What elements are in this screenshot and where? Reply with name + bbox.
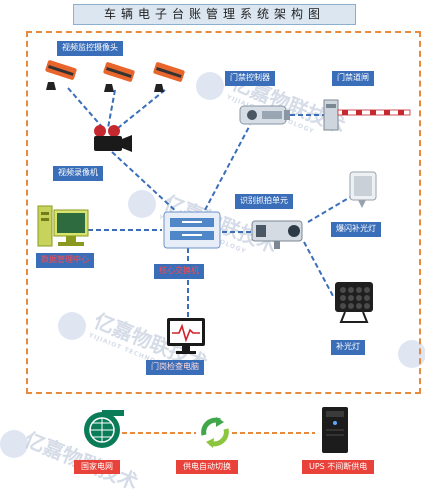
system-boundary — [26, 31, 421, 394]
fill-light-icon — [335, 282, 373, 323]
recorder-label: 视频录像机 — [53, 166, 103, 181]
gate-barrier-icon — [323, 99, 411, 131]
cctv-camera-icon — [45, 60, 77, 90]
ups-label: UPS 不间断供电 — [302, 460, 375, 474]
diagram-title: 车辆电子台账管理系统架构图 — [73, 4, 356, 25]
flash-light-label: 爆闪补光灯 — [331, 222, 381, 237]
auto-switch-icon — [201, 417, 229, 448]
grid-label: 国家电网 — [74, 460, 120, 474]
cctv-camera-icon — [153, 62, 185, 92]
workstation-label: 门岗检查电脑 — [146, 360, 204, 375]
auto-switch-label: 供电自动切换 — [176, 460, 238, 474]
core-switch-label: 核心交换机 — [154, 264, 204, 279]
access-controller-icon — [239, 105, 290, 125]
access-controller-label: 门禁控制器 — [225, 71, 275, 86]
core-switch-icon — [163, 211, 221, 249]
data-center-label: 数据管理中心 — [36, 253, 94, 268]
watermark-logo — [0, 430, 28, 458]
fill-light-label: 补光灯 — [331, 340, 365, 355]
flash-light-icon — [349, 171, 377, 208]
watermark-logo — [128, 190, 156, 218]
state-grid-logo-icon — [84, 410, 124, 448]
recognition-camera-icon — [251, 220, 303, 249]
recognition-camera-label: 识别抓拍单元 — [235, 194, 293, 209]
camera-title-label: 视频监控摄像头 — [57, 41, 123, 56]
workstation-monitor-icon — [167, 318, 205, 354]
watermark-logo — [58, 312, 86, 340]
gate-label: 门禁道闸 — [332, 71, 374, 86]
cctv-camera-icon — [103, 62, 135, 92]
data-center-icon — [37, 205, 89, 247]
watermark-logo — [196, 72, 224, 100]
ups-icon — [322, 407, 348, 453]
video-recorder-icon — [94, 125, 132, 152]
